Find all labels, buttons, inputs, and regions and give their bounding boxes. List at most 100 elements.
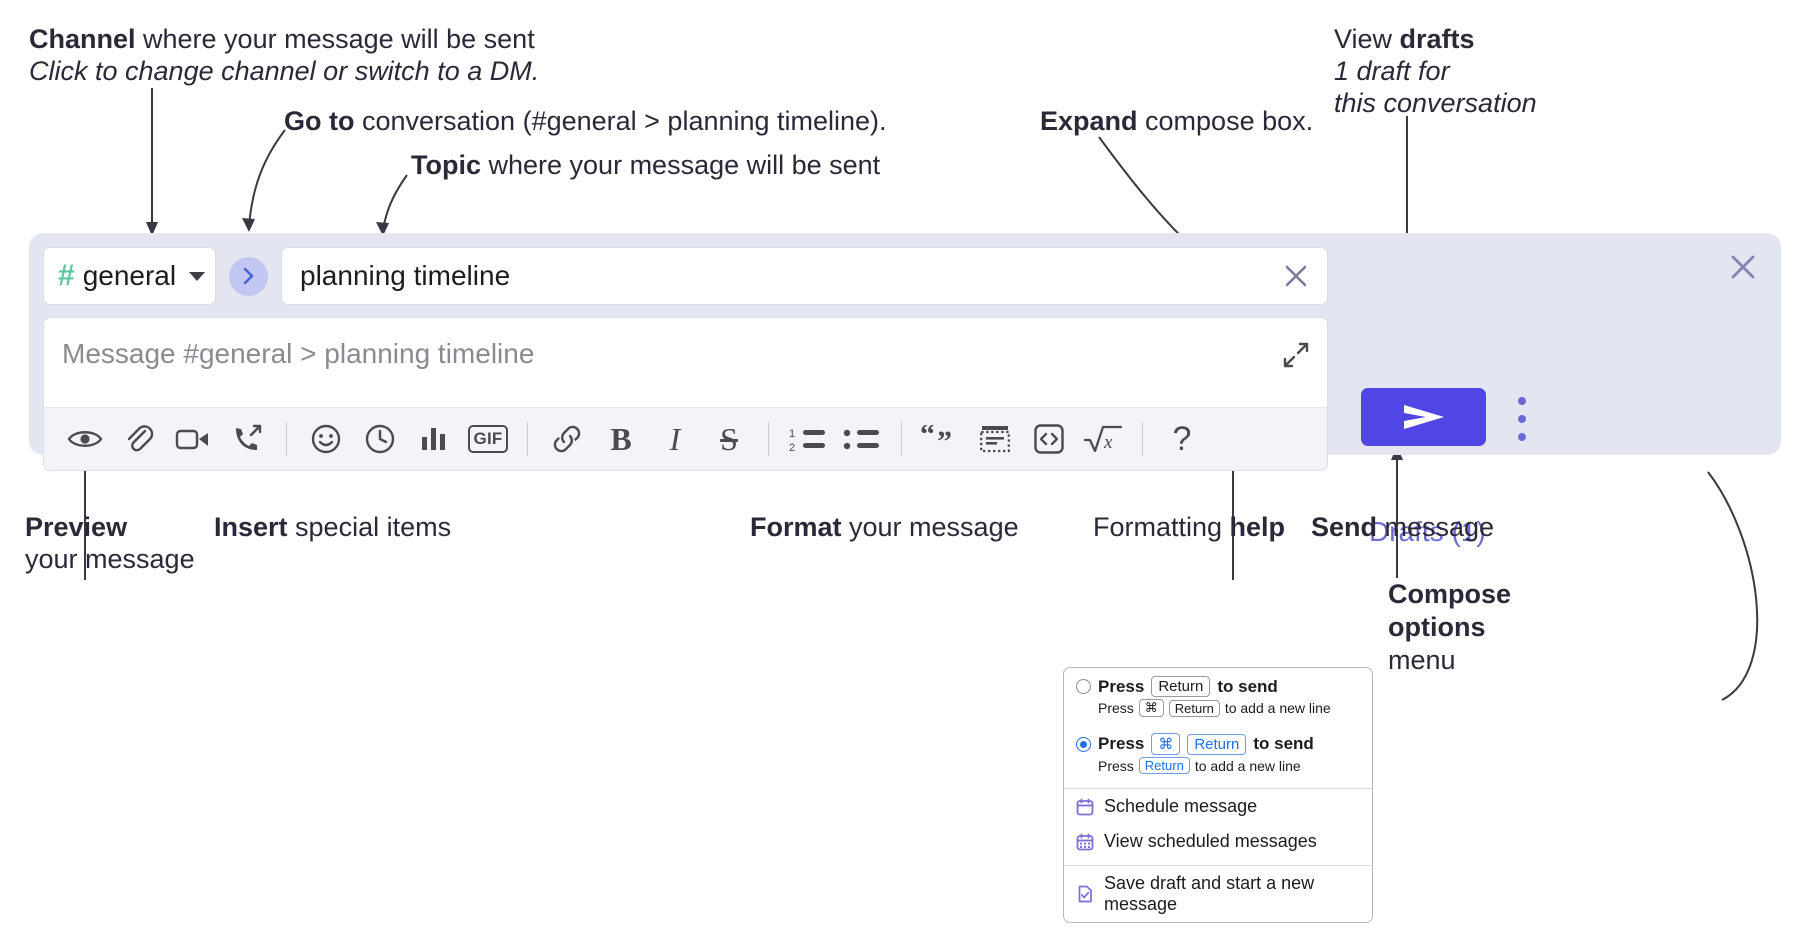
formatting-help-icon[interactable]: ? <box>1172 419 1192 458</box>
annotation-expand-bold: Expand <box>1040 106 1138 136</box>
close-compose-button[interactable] <box>1725 249 1761 285</box>
menu-item-schedule-message[interactable]: Schedule message <box>1064 789 1372 824</box>
toolbar-separator <box>768 422 769 456</box>
kebab-dot <box>1518 397 1526 405</box>
menu-item-view-scheduled-messages[interactable]: View scheduled messages <box>1064 824 1372 859</box>
hash-icon: # <box>58 259 75 292</box>
option2-press: Press <box>1098 734 1145 753</box>
kebab-dot <box>1518 433 1526 441</box>
gif-icon[interactable]: GIF <box>461 416 515 462</box>
link-icon[interactable] <box>540 416 594 462</box>
toolbar-separator <box>286 422 287 456</box>
strikethrough-icon[interactable]: S <box>720 420 738 457</box>
topic-value: planning timeline <box>300 260 511 291</box>
kebab-dot <box>1518 415 1526 423</box>
poll-icon[interactable] <box>407 416 461 462</box>
annotation-co-rest: menu <box>1388 644 1456 675</box>
calendar-icon <box>1076 798 1094 816</box>
annotation-preview: Preview your message <box>25 512 195 576</box>
annotation-drafts-sub2: this conversation <box>1334 87 1537 118</box>
emoji-icon[interactable] <box>299 416 353 462</box>
radio-button-selected[interactable] <box>1076 736 1091 752</box>
annotation-co-bold2: options <box>1388 611 1486 642</box>
menu-divider <box>1064 788 1372 789</box>
annotation-topic-bold: Topic <box>411 150 481 180</box>
annotation-channel: Channel where your message will be sent … <box>29 24 539 88</box>
annotation-expand: Expand compose box. <box>1040 106 1313 138</box>
inline-code-icon[interactable] <box>1022 416 1076 462</box>
menu-option-cmd-return-to-send[interactable]: Press ⌘ Return to send <box>1064 725 1372 755</box>
annotation-drafts-pre: View <box>1334 24 1400 54</box>
option1-tosend: to send <box>1217 676 1278 696</box>
key-return: Return <box>1168 699 1220 717</box>
menu-item-save-draft[interactable]: Save draft and start a new message <box>1064 866 1372 922</box>
annotation-help-bold: help <box>1229 512 1286 542</box>
code-block-icon[interactable] <box>968 416 1022 462</box>
reminder-clock-icon[interactable] <box>353 416 407 462</box>
key-command: ⌘ <box>1138 699 1164 717</box>
audio-clip-icon[interactable] <box>220 416 274 462</box>
annotation-formatting-help: Formatting help <box>1093 512 1285 544</box>
annotation-goto: Go to conversation (#general > planning … <box>284 106 887 138</box>
annotation-send-rest: message <box>1377 512 1495 542</box>
annotation-drafts: View drafts 1 draft for this conversatio… <box>1334 24 1537 120</box>
radio-button[interactable] <box>1076 679 1091 694</box>
compose-options-button[interactable] <box>1509 397 1535 441</box>
topic-field[interactable]: planning timeline <box>281 247 1328 305</box>
message-input[interactable]: Message #general > planning timeline <box>44 318 1327 407</box>
message-placeholder: Message #general > planning timeline <box>62 338 535 369</box>
math-icon[interactable]: x <box>1076 416 1130 462</box>
option1-sub-tail: to add a new line <box>1224 700 1331 716</box>
svg-text:“: “ <box>921 425 935 451</box>
topic-clear-button[interactable] <box>1279 259 1313 293</box>
attachment-icon[interactable] <box>112 416 166 462</box>
compose-options-menu: Press Return to send Press ⌘ Return to a… <box>1063 667 1373 923</box>
send-button[interactable] <box>1361 388 1486 446</box>
annotation-topic: Topic where your message will be sent <box>411 150 880 182</box>
expand-icon <box>1283 342 1309 368</box>
goto-conversation-button[interactable] <box>229 256 268 296</box>
annotation-format-rest: your message <box>841 512 1019 542</box>
calendar-grid-icon <box>1076 833 1094 851</box>
expand-compose-button[interactable] <box>1281 340 1311 370</box>
annotation-drafts-sub1: 1 draft for <box>1334 55 1450 86</box>
annotation-send-bold: Send <box>1311 512 1378 542</box>
bulleted-list-icon[interactable] <box>835 416 889 462</box>
svg-text:”: ” <box>937 425 952 453</box>
annotation-preview-bold: Preview <box>25 512 128 542</box>
channel-selector[interactable]: # general <box>43 247 216 305</box>
svg-text:2: 2 <box>789 442 795 453</box>
close-icon <box>1731 255 1755 279</box>
menu-item-label: Schedule message <box>1104 796 1258 816</box>
annotation-help-pre: Formatting <box>1093 512 1230 542</box>
annotation-channel-rest: where your message will be sent <box>135 24 535 54</box>
bold-icon[interactable]: B <box>610 420 632 457</box>
annotation-co-bold1: Compose <box>1388 579 1512 609</box>
compose-widget: # general planning timeline <box>29 233 1781 547</box>
drafts-link[interactable]: Drafts (1) <box>1369 516 1486 547</box>
annotation-goto-bold: Go to <box>284 106 355 136</box>
preview-eye-icon[interactable] <box>58 416 112 462</box>
annotation-goto-rest: conversation (#general > planning timeli… <box>354 106 887 136</box>
menu-option-return-to-send[interactable]: Press Return to send <box>1064 668 1372 697</box>
chevron-right-icon <box>243 267 253 285</box>
italic-icon[interactable]: I <box>669 420 681 457</box>
annotation-topic-rest: where your message will be sent <box>481 150 881 180</box>
channel-topic-row: # general planning timeline <box>43 246 1328 306</box>
chevron-down-icon <box>189 271 205 281</box>
video-clip-icon[interactable] <box>166 416 220 462</box>
toolbar-separator <box>1142 422 1143 456</box>
channel-name: general <box>82 260 177 291</box>
blockquote-icon[interactable]: “” <box>914 416 968 462</box>
message-box: Message #general > planning timeline <box>43 317 1328 471</box>
option2-tosend: to send <box>1253 734 1314 753</box>
annotation-drafts-bold: drafts <box>1399 24 1475 54</box>
toolbar-separator <box>901 422 902 456</box>
toolbar-separator <box>527 422 528 456</box>
annotation-compose-options: Compose options menu <box>1388 578 1511 677</box>
menu-option-return-sub: Press ⌘ Return to add a new line <box>1064 697 1372 725</box>
option2-sub-press: Press <box>1098 757 1134 774</box>
